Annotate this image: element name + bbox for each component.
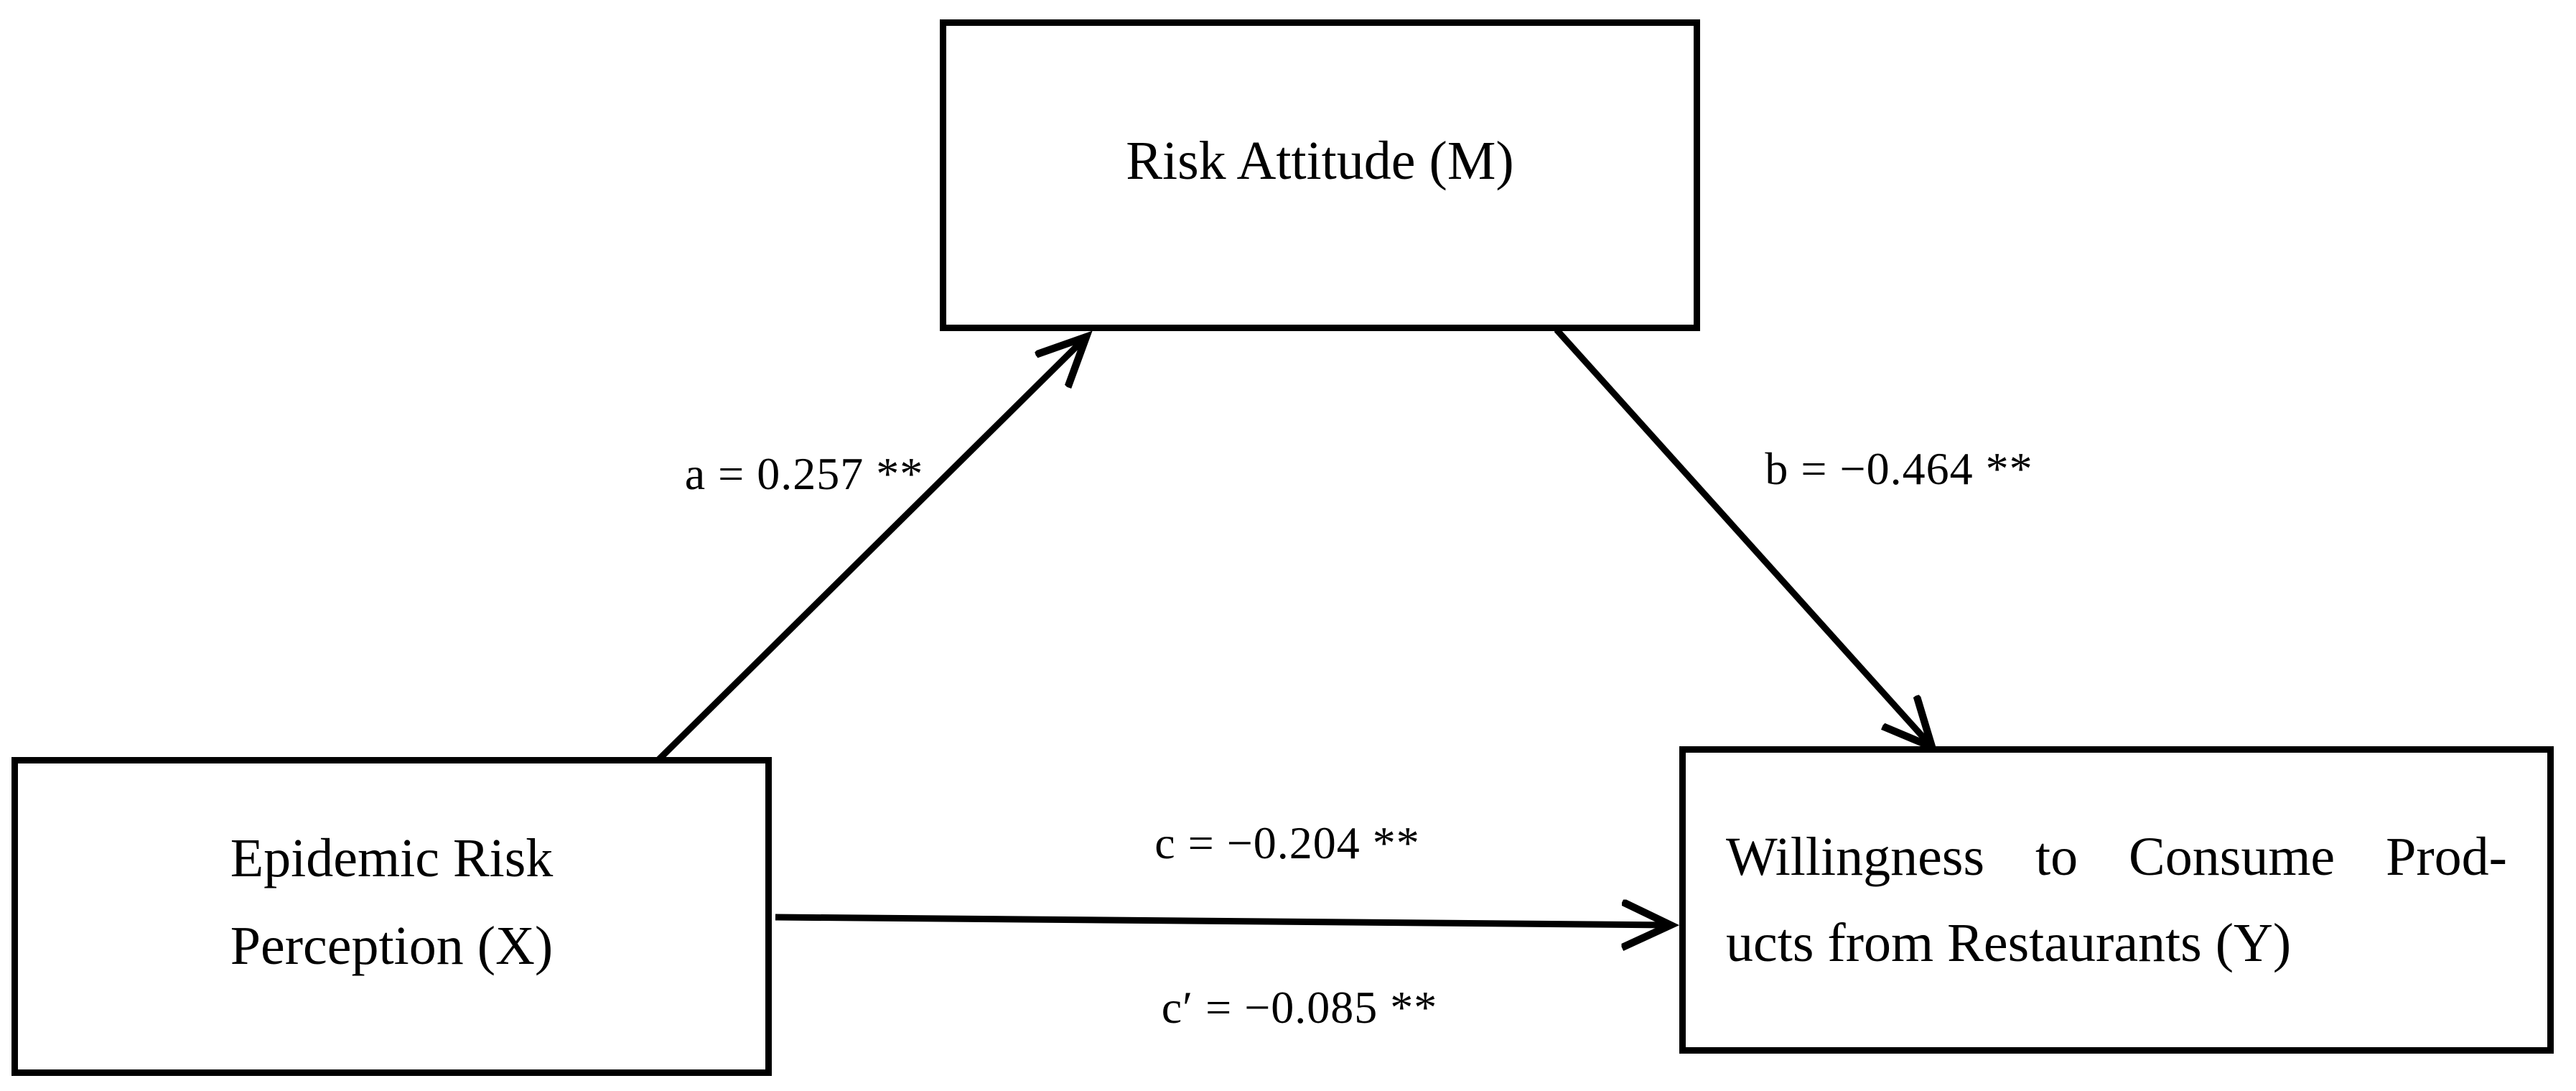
- arrow-path-a: [653, 337, 1086, 766]
- box-willingness-line2: ucts from Restaurants (Y): [1726, 913, 2292, 973]
- arrow-path-b: [1554, 327, 1932, 747]
- arrow-path-c: [775, 917, 1671, 925]
- box-epidemic-risk-text: Epidemic Risk Perception (X): [18, 814, 765, 990]
- label-path-a-coefficient: a = 0.257 **: [684, 448, 924, 499]
- box-willingness-text: Willingness to Consume Prod- ucts from R…: [1686, 814, 2547, 986]
- box-risk-attitude-m: Risk Attitude (M): [940, 19, 1700, 331]
- box-epidemic-risk-perception-x: Epidemic Risk Perception (X): [11, 757, 772, 1076]
- label-path-c-coefficient: c = −0.204 **: [1154, 817, 1420, 868]
- label-path-c-prime-coefficient: c′ = −0.085 **: [1161, 982, 1438, 1033]
- box-epidemic-risk-line1: Epidemic Risk: [230, 828, 554, 888]
- label-path-b-coefficient: b = −0.464 **: [1765, 443, 2033, 494]
- box-epidemic-risk-line2: Perception (X): [230, 916, 554, 976]
- box-risk-attitude-label: Risk Attitude (M): [1126, 131, 1514, 191]
- box-willingness-line1: Willingness to Consume Prod-: [1726, 827, 2507, 887]
- box-willingness-to-consume-y: Willingness to Consume Prod- ucts from R…: [1679, 746, 2554, 1054]
